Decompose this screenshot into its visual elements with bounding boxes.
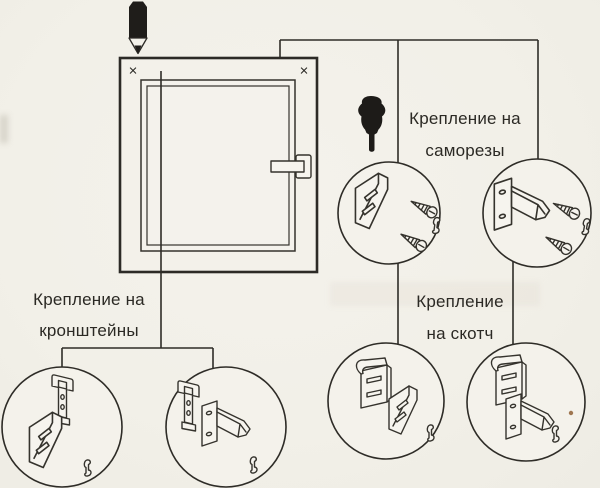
label-tape: Крепление на скотч	[398, 286, 522, 350]
tape-plate-illustration	[355, 357, 392, 409]
bracket-circle-brackets-right	[165, 366, 287, 488]
scan-speck	[568, 410, 574, 416]
screwdriver-icon	[358, 96, 386, 152]
pencil-icon	[128, 1, 148, 55]
bracket-circle-brackets-left	[1, 366, 123, 488]
corner-mark-left: ×	[129, 63, 138, 80]
bracket-circle-screws-right	[482, 158, 592, 268]
label-screws-line2: саморезы	[425, 141, 505, 160]
corner-mark-right: ×	[300, 63, 309, 80]
window-handle	[270, 160, 305, 173]
bracket-circle-screws-left	[337, 161, 442, 265]
bracket-circle-tape-left	[327, 342, 445, 460]
marking-lines: × ×	[61, 63, 309, 369]
label-brackets-line2: кронштейны	[39, 321, 139, 340]
label-screws-line1: Крепление на	[409, 109, 521, 128]
bracket-circle-tape-right	[466, 342, 586, 462]
label-brackets-line1: Крепление на	[33, 290, 145, 309]
label-brackets: Крепление на кронштейны	[22, 284, 156, 346]
label-screws: Крепление на саморезы	[398, 103, 532, 167]
label-tape-line1: Крепление	[416, 292, 504, 311]
window-frame	[118, 56, 319, 274]
label-tape-line2: на скотч	[426, 324, 494, 343]
